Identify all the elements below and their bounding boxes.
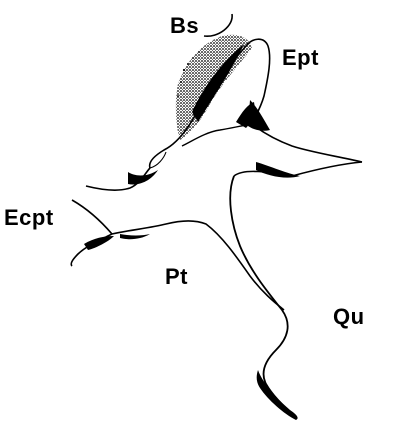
bone-body <box>71 124 362 420</box>
label-ecpt: Ecpt <box>4 207 54 229</box>
label-pt: Pt <box>165 266 188 288</box>
label-bs: Bs <box>170 15 199 37</box>
ept-process <box>150 35 270 168</box>
bs-curve <box>204 14 232 36</box>
label-qu: Qu <box>333 306 365 328</box>
label-ept: Ept <box>282 47 319 69</box>
